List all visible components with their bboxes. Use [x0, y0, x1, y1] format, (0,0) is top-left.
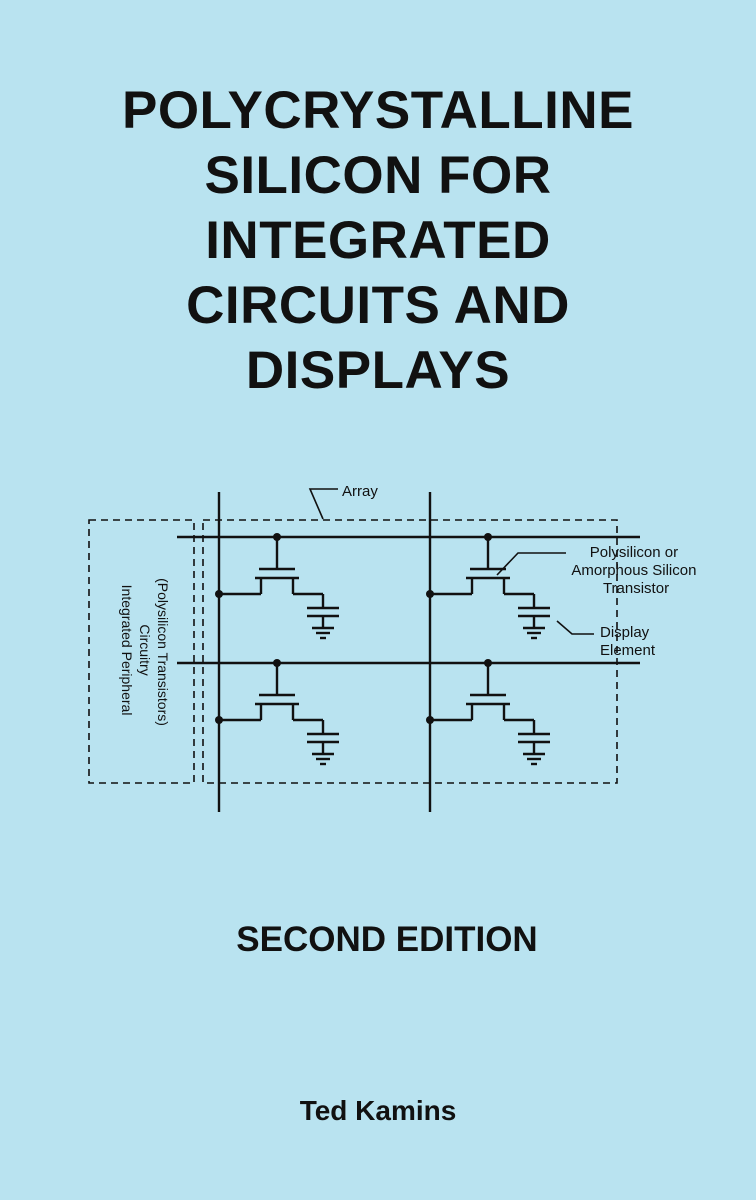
array-boundary: [202, 519, 618, 784]
transistor-leader: [496, 552, 566, 576]
display-label-line-1: Display: [600, 624, 650, 641]
display-label-line-2: Element: [600, 642, 656, 659]
peripheral-label-line-2: Circuitry: [137, 624, 153, 675]
peripheral-label: Integrated Peripheral Circuitry (Polysil…: [119, 578, 171, 726]
pixel-cell-4: [424, 659, 552, 766]
pixel-cell-1: [213, 533, 341, 640]
transistor-label-line-1: Polysilicon or: [590, 544, 678, 561]
book-title: POLYCRYSTALLINE SILICON FOR INTEGRATED C…: [0, 78, 756, 403]
array-label: Array: [342, 483, 378, 500]
title-line-5: DISPLAYS: [245, 341, 511, 400]
title-line-1: POLYCRYSTALLINE: [121, 81, 635, 140]
display-leader: [556, 620, 594, 635]
display-label: Display Element: [600, 624, 656, 659]
edition-label: SECOND EDITION: [236, 920, 538, 959]
peripheral-label-line-3: (Polysilicon Transistors): [155, 578, 171, 726]
peripheral-boundary: [88, 519, 195, 784]
author-name: Ted Kamins: [299, 1095, 457, 1126]
transistor-label-line-2: Amorphous Silicon: [571, 562, 696, 579]
peripheral-label-line-1: Integrated Peripheral: [119, 585, 135, 716]
transistor-label: Polysilicon or Amorphous Silicon Transis…: [571, 544, 700, 597]
title-line-2: SILICON FOR: [204, 146, 552, 205]
title-line-3: INTEGRATED: [205, 211, 551, 270]
pixel-cell-2: [424, 533, 552, 640]
array-leader: [308, 488, 338, 520]
pixel-cell-3: [213, 659, 341, 766]
transistor-label-line-3: Transistor: [603, 580, 669, 597]
title-line-4: CIRCUITS AND: [186, 276, 570, 335]
